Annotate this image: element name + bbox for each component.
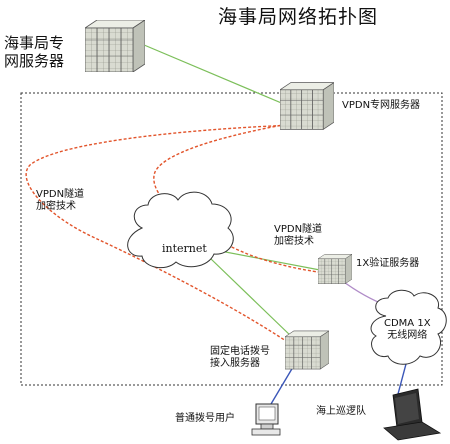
vpdn-server-label: VPDN专网服务器 [342,100,421,111]
patrol-laptop-icon [383,388,442,441]
link-internet-to-auth [214,249,321,271]
vpdn-server-icon [280,82,334,130]
auth-server-label: 1X验证服务器 [356,258,420,269]
link-internet-to-dialup [209,257,294,339]
page-title: 海事局网络拓扑图 [218,6,379,28]
dialup-server-label: 固定电话拨号 接入服务器 [210,346,270,369]
auth-server-icon [318,253,352,285]
msa-private-server-label: 海事局专 网服务器 [4,34,65,70]
cdma-network-label: CDMA 1X 无线网络 [384,318,431,341]
dialup-user-label: 普通拨号用户 [175,413,235,424]
tunnel-label-right: VPDN隧道 加密技术 [274,224,323,247]
link-cdma-to-patrol [397,363,407,395]
link-msa-to-vpdn [136,41,299,111]
cdma-cloud-icon [370,289,447,365]
internet-label: internet [162,242,207,255]
dialup-user-computer-icon [251,403,281,436]
patrol-team-label: 海上巡逻队 [316,406,366,417]
network-boundary [20,92,443,386]
tunnel-label-left: VPDN隧道 加密技术 [36,189,85,212]
internet-cloud-icon [127,191,234,269]
vpdn-tunnel-lines [25,121,319,346]
msa-server-icon [85,20,145,72]
dialup-server-icon [285,330,329,370]
